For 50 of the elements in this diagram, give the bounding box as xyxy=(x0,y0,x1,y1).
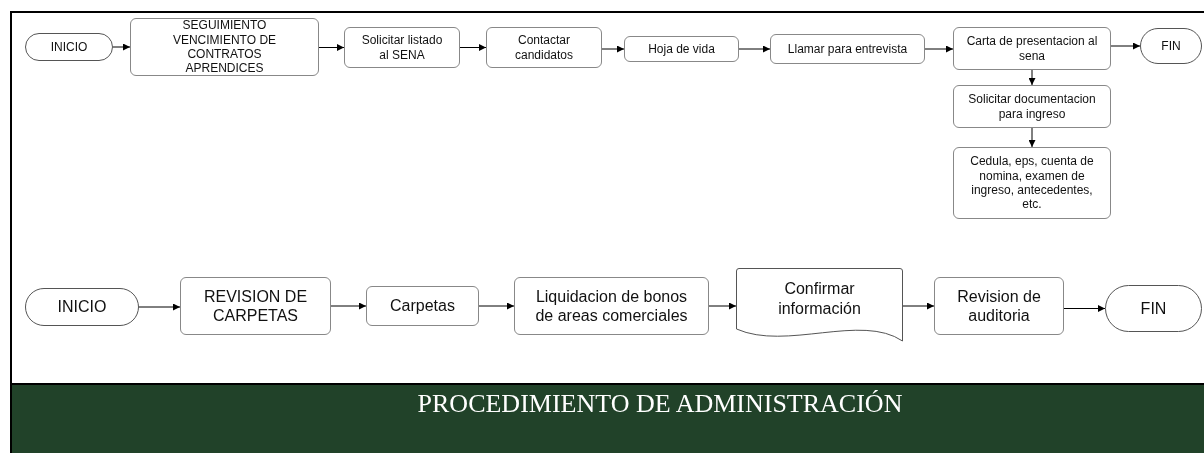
node-label: Hoja de vida xyxy=(648,41,715,57)
process-box xyxy=(953,147,1111,219)
process-box xyxy=(770,34,925,64)
node-label: FIN xyxy=(1140,298,1167,319)
node-label: Solicitar listado al SENA xyxy=(361,33,443,62)
arrow xyxy=(601,45,625,53)
arrow xyxy=(1028,69,1036,86)
terminal-pill xyxy=(25,288,139,326)
process-box xyxy=(953,85,1111,128)
terminal-pill xyxy=(1105,285,1202,332)
node-label: Confirmar información xyxy=(777,279,862,318)
node-label: Cedula, eps, cuenta de nomina, examen de ingreso, antecedentes, etc. xyxy=(969,154,1095,212)
node-label: SEGUIMIENTO VENCIMIENTO DE CONTRATOS APRENDICES xyxy=(171,18,278,76)
arrow xyxy=(924,45,954,53)
process-box xyxy=(934,277,1064,335)
process-box xyxy=(344,27,460,68)
arrow xyxy=(318,44,345,51)
arrow xyxy=(478,302,515,310)
terminal-pill xyxy=(1140,28,1202,64)
node-label: Contactar candidatos xyxy=(513,33,574,62)
node-label: REVISION DE CARPETAS xyxy=(202,286,309,326)
arrow xyxy=(330,302,367,310)
arrow xyxy=(459,44,487,51)
arrow xyxy=(708,302,737,310)
node-label: Carta de presentacion al sena xyxy=(965,34,1099,63)
arrow xyxy=(1028,127,1036,148)
node-label: Revision de auditoria xyxy=(956,286,1042,326)
arrow xyxy=(138,303,181,311)
process-box xyxy=(624,36,739,62)
process-box xyxy=(366,286,479,326)
node-label: FIN xyxy=(1161,38,1181,54)
terminal-pill xyxy=(25,33,113,61)
node-label: Carpetas xyxy=(390,296,455,316)
arrow xyxy=(738,45,771,53)
process-box xyxy=(180,277,331,335)
node-label: Liquidacion de bonos de areas comerciales xyxy=(534,286,689,326)
node-label: Solicitar documentacion para ingreso xyxy=(967,92,1097,121)
arrow xyxy=(112,43,131,51)
node-label: INICIO xyxy=(57,297,107,317)
process-box xyxy=(953,27,1111,70)
arrow xyxy=(902,302,935,310)
arrow xyxy=(1110,42,1141,50)
node-label: Llamar para entrevista xyxy=(787,41,908,57)
node-label: INICIO xyxy=(50,39,88,55)
document-shape xyxy=(736,268,903,343)
process-box xyxy=(486,27,602,68)
process-box xyxy=(514,277,709,335)
title: PROCEDIMIENTO DE ADMINISTRACIÓN xyxy=(416,388,904,420)
arrow xyxy=(1063,305,1106,312)
process-box xyxy=(130,18,319,76)
